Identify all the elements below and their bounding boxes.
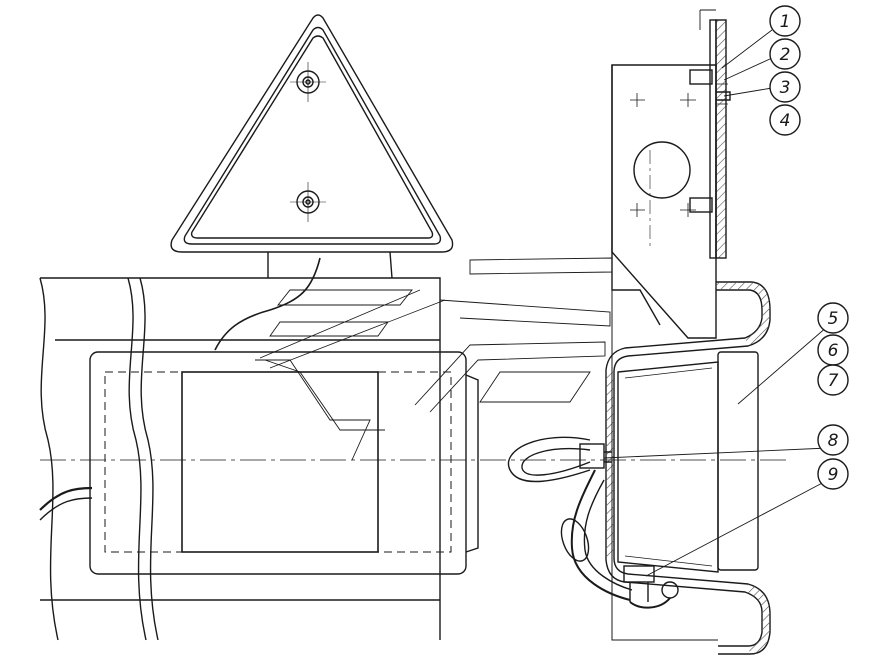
callout-4: 4	[769, 104, 801, 136]
callout-3: 3	[769, 71, 801, 103]
callout-2: 2	[769, 38, 801, 70]
callout-circle	[769, 38, 801, 70]
callout-label: 3	[780, 78, 791, 98]
callout-label: 8	[828, 431, 839, 451]
callout-group: 1 2 3 4 5 6 7 8 9	[769, 5, 849, 490]
callout-circle	[769, 104, 801, 136]
bumper-profile	[605, 281, 771, 655]
callout-circle	[817, 458, 849, 490]
callout-label: 9	[828, 465, 839, 485]
rear-lamp	[617, 351, 759, 573]
callout-6: 6	[817, 334, 849, 366]
callout-circle	[817, 424, 849, 456]
callout-circle	[769, 5, 801, 37]
callout-1: 1	[769, 5, 801, 37]
callout-circle	[817, 364, 849, 396]
callout-5: 5	[817, 302, 849, 334]
frame-beam	[39, 277, 441, 641]
callout-label: 7	[828, 371, 839, 391]
callout-label: 2	[780, 45, 791, 65]
callout-8: 8	[817, 424, 849, 456]
callout-9: 9	[817, 458, 849, 490]
triangle-reflector	[170, 14, 454, 351]
leader-lines	[603, 9, 829, 577]
callout-label: 1	[780, 12, 791, 32]
callout-label: 6	[828, 341, 839, 361]
lamp-housing	[89, 289, 479, 575]
reflector-guides	[255, 257, 613, 461]
mounting-bracket	[611, 19, 731, 339]
callout-circle	[769, 71, 801, 103]
connector-assembly	[507, 436, 679, 609]
callout-circle	[817, 302, 849, 334]
callout-7: 7	[817, 364, 849, 396]
callout-label: 5	[828, 309, 839, 329]
callout-label: 4	[780, 111, 791, 131]
